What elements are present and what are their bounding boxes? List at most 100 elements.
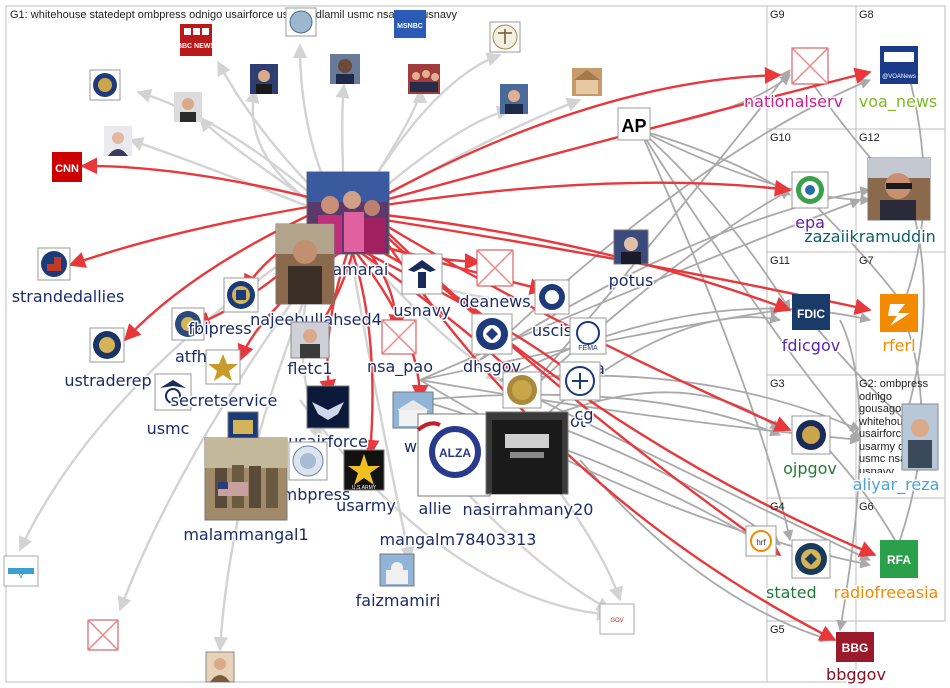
node-dhsgov[interactable]	[471, 313, 513, 355]
label-usarmy: usarmy	[336, 496, 396, 515]
node-usmc[interactable]	[154, 373, 192, 411]
label-radiofreeasia: radiofreeasia	[834, 583, 939, 602]
node-fdicgov[interactable]: FDIC	[792, 294, 830, 330]
label-statedept: stated	[766, 583, 817, 602]
alza-icon-text: ALZA	[439, 446, 471, 460]
svg-text:GOV: GOV	[610, 618, 623, 624]
label-zazaiikramuddin: zazaiikramuddin	[804, 227, 936, 246]
label-rferl: rferl	[882, 336, 915, 355]
node-portrait-bottom[interactable]	[205, 651, 235, 683]
label-fdicgov: fdicgov	[782, 336, 840, 355]
group-label-g9: G9	[770, 9, 785, 21]
node-radiofreeasia[interactable]: RFA	[880, 540, 918, 578]
label-uscis: uscis	[532, 321, 572, 340]
node-najeebullahsed4[interactable]	[275, 223, 335, 305]
node-fletc1[interactable]	[290, 321, 330, 359]
node-usnavy[interactable]	[401, 253, 443, 295]
node-statedept[interactable]	[791, 539, 831, 579]
node-hrf[interactable]: hrf	[745, 525, 777, 557]
node-ojpgov[interactable]	[791, 415, 831, 455]
label-usnavy: usnavy	[393, 301, 450, 320]
node-uscg[interactable]	[559, 361, 601, 401]
group-label-g6: G6	[859, 501, 874, 513]
node-usarmy[interactable]: U.S.ARMY	[343, 449, 385, 491]
msnbc-icon-text: MSNBC	[397, 23, 423, 30]
node-secretservice[interactable]	[205, 349, 241, 385]
node-ustraderep[interactable]	[89, 327, 125, 363]
node-lower-logo[interactable]: GOV	[599, 603, 635, 635]
rfa-icon-text: RFA	[887, 553, 911, 567]
bbc-news-node[interactable]: BBC NEWS	[177, 24, 215, 56]
cnn-node[interactable]: CNN	[52, 152, 82, 182]
portrait-node-5[interactable]	[104, 126, 132, 156]
svg-text:V: V	[18, 570, 25, 581]
label-potus: potus	[609, 271, 654, 290]
group-label-g11: G11	[770, 255, 790, 267]
node-v-logo[interactable]: V	[3, 555, 39, 587]
group-photo-node-small[interactable]	[408, 64, 440, 94]
building-node-top[interactable]	[572, 68, 602, 96]
ap-icon-text: AP	[621, 116, 646, 136]
node-ombpress[interactable]	[288, 441, 328, 481]
node-noorzamarai[interactable]	[306, 171, 390, 255]
node-dlamil[interactable]	[227, 411, 259, 441]
node-rferl[interactable]	[880, 294, 918, 332]
label-voa_news: voa_news	[859, 92, 937, 112]
node-usairforce[interactable]	[306, 385, 350, 429]
label-allies: allie	[419, 499, 452, 518]
node-missing-image-left[interactable]	[87, 619, 119, 651]
portrait-node-3[interactable]	[500, 84, 528, 114]
label-nsa_pao: nsa_pao	[367, 357, 433, 377]
node-allies[interactable]: ALZA	[416, 413, 491, 497]
group-label-g8: G8	[859, 9, 874, 21]
node-nsa_pao[interactable]	[381, 319, 417, 355]
portrait-node-4[interactable]	[174, 92, 202, 122]
label-ustraderep: ustraderep	[64, 371, 151, 390]
fdic-icon-text: FDIC	[797, 307, 825, 321]
node-nasirrahmany20[interactable]	[485, 411, 569, 495]
cnn-icon-text: CNN	[55, 163, 79, 175]
label-strandedallies: strandedallies	[12, 287, 125, 306]
msnbc-node[interactable]: MSNBC	[394, 10, 426, 38]
node-fbipress[interactable]	[223, 277, 259, 313]
label-secretservice: secretservice	[171, 391, 278, 410]
label-mangalm78403313: mangalm78403313	[380, 530, 537, 549]
scales-node[interactable]	[489, 21, 521, 53]
label-dot: ot	[570, 412, 586, 431]
label-deanews: deanews	[459, 292, 530, 311]
node-uscis[interactable]	[534, 279, 570, 315]
seal-node-top[interactable]	[285, 7, 317, 37]
node-bbggov[interactable]: BBG	[836, 632, 874, 662]
label-uscg: cg	[575, 405, 594, 424]
bbg-icon-text: BBG	[842, 641, 869, 655]
usarmy-icon-text: U.S.ARMY	[352, 485, 377, 491]
label-fletc1: fletc1	[287, 359, 332, 378]
label-najeebullahsed4: najeebullahsed4	[250, 310, 382, 329]
seal-node-doj-left[interactable]	[89, 69, 121, 101]
gray-edges	[419, 69, 925, 643]
label-aliyar_reza: aliyar_reza	[853, 475, 940, 495]
node-faizmamiri[interactable]	[379, 553, 415, 587]
portrait-node-2[interactable]	[330, 54, 360, 84]
node-potus[interactable]	[613, 229, 649, 265]
group-label-g7: G7	[859, 255, 874, 267]
group-label-g4: G4	[770, 501, 785, 513]
hrf-icon-text: hrf	[756, 538, 766, 547]
node-dot[interactable]	[502, 371, 542, 409]
node-fema[interactable]: FEMA	[569, 317, 607, 355]
node-zazaiikramuddin[interactable]	[867, 157, 931, 221]
node-atfhq[interactable]	[171, 307, 205, 341]
node-deanews[interactable]	[476, 249, 514, 287]
node-nationalservice[interactable]	[791, 47, 829, 85]
label-ojpgov: ojpgov	[783, 459, 837, 478]
node-aliyar_reza[interactable]	[901, 403, 939, 471]
group-label-g3: G3	[770, 378, 785, 390]
node-voa_news[interactable]: @VOANews	[880, 46, 918, 84]
node-malammangal1[interactable]	[204, 437, 288, 521]
node-epa[interactable]	[791, 171, 829, 209]
portrait-node-1[interactable]	[250, 64, 278, 94]
ap-node[interactable]: AP	[617, 107, 651, 141]
group-labels: G1: whitehouse statedept ombpress odnigo…	[10, 9, 880, 636]
node-strandedallies[interactable]	[37, 247, 71, 281]
label-nasirrahmany20: nasirrahmany20	[463, 500, 594, 519]
